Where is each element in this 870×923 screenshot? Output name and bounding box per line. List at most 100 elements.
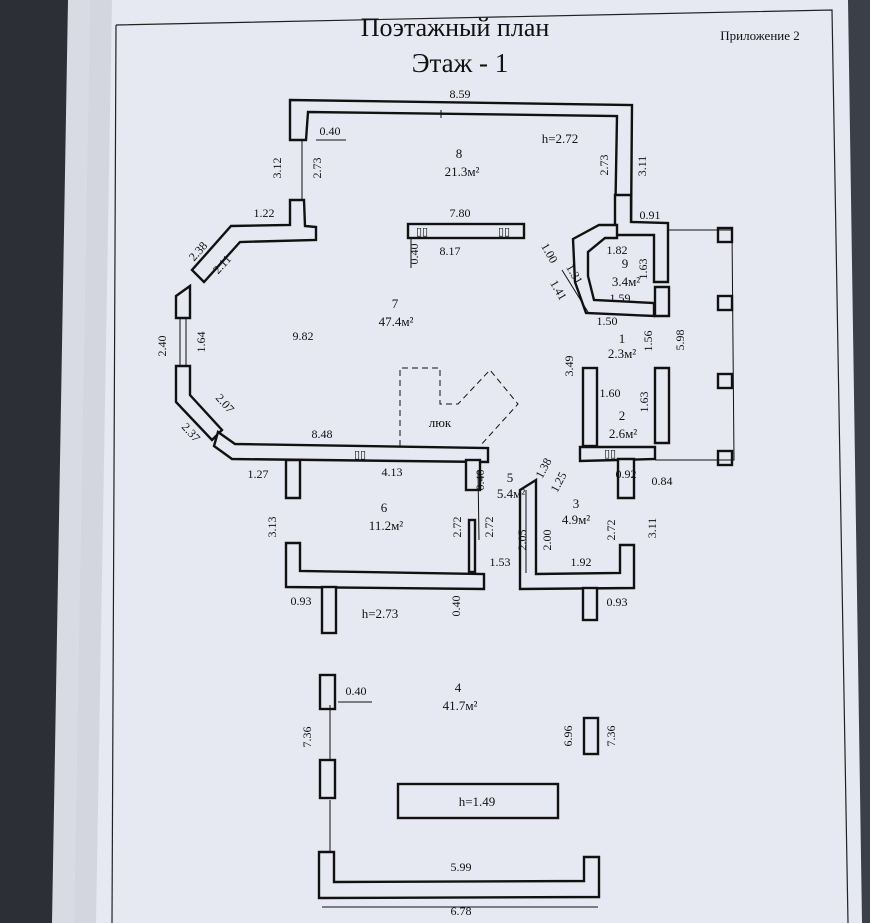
room-area: 4.9м²: [562, 512, 590, 527]
dim-label: 2.72: [482, 517, 496, 538]
walls: [174, 98, 734, 900]
partition-56b: [467, 518, 477, 574]
drawing-frame: [115, 9, 849, 923]
appendix-label: Приложение 2: [720, 28, 800, 43]
room9-wall: [571, 223, 656, 318]
dim-label: 5.98: [673, 330, 687, 351]
dim-label: 2.72: [604, 520, 618, 541]
dim-label: 0.92: [616, 467, 637, 481]
room-number: 5: [507, 470, 514, 485]
dim-label: 1.60: [600, 386, 621, 400]
dim-label: 1.64: [194, 332, 208, 353]
room-number: 9: [622, 256, 629, 271]
dim-label: 2.73: [597, 155, 611, 176]
bay-wall-lower: [174, 364, 224, 442]
hatch-label: люк: [429, 415, 452, 430]
plan-title: Поэтажный план: [361, 13, 550, 42]
dim-label: 4.13: [382, 465, 403, 479]
room-number: 1: [619, 331, 626, 346]
dim-label: 7.80: [450, 206, 471, 220]
dim-label: 2.72: [450, 517, 464, 538]
basement-column: [582, 716, 600, 756]
upper-left-wall: [190, 198, 318, 284]
lower-right-wall: [518, 477, 636, 591]
room-area: 3.4м²: [612, 274, 640, 289]
dim-label: 8.48: [312, 427, 333, 441]
dim-label: 3.11: [645, 518, 659, 539]
dim-label: 0.40: [320, 124, 341, 138]
porch-column-left: [320, 585, 338, 635]
dim-label: 0.40: [449, 596, 463, 617]
hatch-outline: [399, 367, 519, 447]
room-number: 6: [381, 500, 388, 515]
page-shadow: [74, 0, 112, 923]
dim-label: 8.17: [440, 244, 461, 258]
dimension-labels-vertical: 3.12 2.73 2.73 3.11 0.40 1.63 2.40 1.64 …: [155, 155, 687, 748]
dim-label: 6.96: [561, 726, 575, 747]
room-area: 21.3м²: [445, 164, 480, 179]
dim-label: 8.59: [450, 87, 471, 101]
dim-label: 7.36: [604, 726, 618, 747]
dim-label: 0.93: [291, 594, 312, 608]
dim-label: 0.40: [346, 684, 367, 698]
lower-left-wall: [284, 541, 486, 591]
room-number: 2: [619, 408, 626, 423]
dim-label: 1.63: [637, 392, 651, 413]
room-number: 3: [573, 496, 580, 511]
partition-56: [464, 458, 482, 492]
room-area: 5.4м²: [497, 486, 525, 501]
right-upper-wall: [613, 193, 670, 284]
room-number: 7: [392, 296, 399, 311]
right-wall-mid: [653, 366, 671, 445]
basement-wall-2: [318, 758, 337, 800]
basement-bottom-wall: [317, 850, 601, 900]
dim-label: 9.82: [293, 329, 314, 343]
right-wall-segment: [653, 285, 671, 318]
misc-labels: люк h=2.72 h=2.73 h=1.49 ▯▯ ▯▯ ▯▯ ▯▯: [354, 131, 616, 809]
dim-label: 3.13: [265, 517, 279, 538]
dim-label: 1.50: [597, 314, 618, 328]
dim-label: 2.73: [310, 158, 324, 179]
basement-wall-1: [318, 673, 337, 711]
dim-label: 3.49: [562, 356, 576, 377]
terrace-post-3: [716, 372, 734, 390]
vent-symbol: ▯▯: [498, 226, 510, 238]
terrace-outline: [655, 229, 735, 461]
bay-wall-upper: [174, 283, 192, 320]
dim-label: 1.92: [571, 555, 592, 569]
drawing-frame-left: [111, 24, 117, 923]
dim-label: 1.59: [610, 291, 631, 305]
partition-12: [581, 366, 599, 448]
dim-label: 1.27: [248, 467, 269, 481]
dim-label: 3.11: [635, 156, 649, 177]
room-number: 8: [456, 146, 463, 161]
vent-symbol: ▯▯: [604, 448, 616, 460]
terrace-post-2: [716, 294, 734, 312]
terrace-post-4: [716, 449, 734, 467]
dim-label: 2.00: [540, 530, 554, 551]
room-number: 4: [455, 680, 462, 695]
dim-label: 2.05: [515, 530, 529, 551]
thin-lines: [179, 110, 735, 908]
porch-column-right: [581, 586, 599, 622]
interior-partition: [406, 222, 526, 240]
lower-left-stub: [284, 458, 302, 500]
floor-title: Этаж - 1: [412, 48, 509, 78]
dim-label: 1.56: [641, 331, 655, 352]
dim-label: 0.84: [652, 474, 673, 488]
middle-wall: [212, 430, 490, 464]
vent-symbol: ▯▯: [354, 449, 366, 461]
dim-label: 1.53: [490, 555, 511, 569]
dimension-labels: 8.59 0.40 1.22 7.80 8.17 0.91 1.82 1.59 …: [248, 87, 673, 918]
top-wall: [288, 98, 634, 232]
dim-label: 0.40: [407, 244, 421, 265]
dim-label: 5.99: [451, 860, 472, 874]
room-area: 2.6м²: [609, 426, 637, 441]
dim-label: 3.12: [270, 158, 284, 179]
dim-label: 2.40: [155, 336, 169, 357]
vent-symbol: ▯▯: [416, 226, 428, 238]
wall-23: [578, 445, 657, 463]
dim-label: 1.22: [254, 206, 275, 220]
lower-right-stub: [616, 457, 636, 500]
